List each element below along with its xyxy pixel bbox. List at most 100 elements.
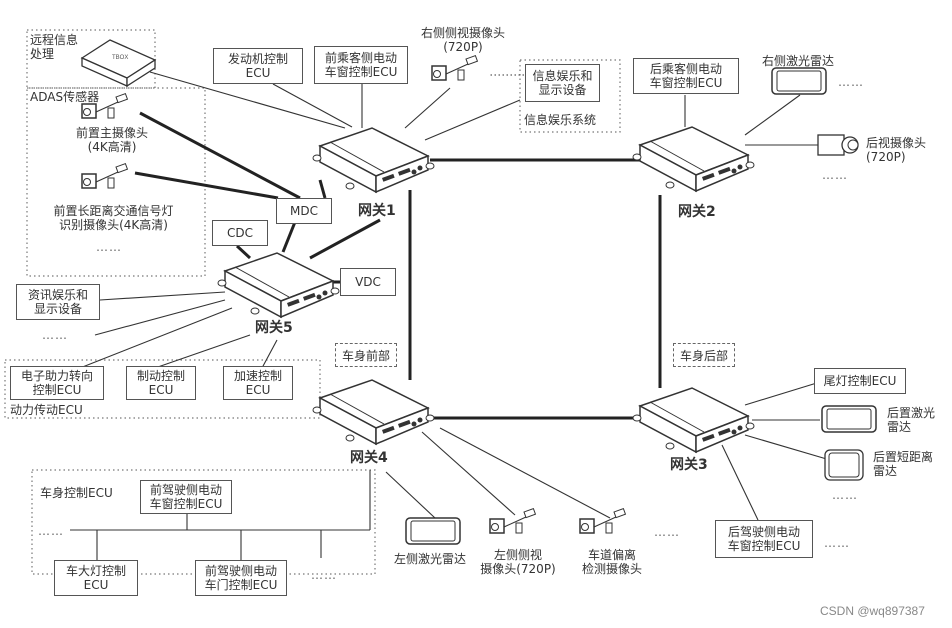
vdc-box[interactable]: VDC: [340, 268, 396, 296]
telematics-title-line1: 远程信息: [30, 33, 79, 47]
right-side-camera-line2: (720P): [443, 40, 483, 54]
front-driver-window-line2: 车窗控制ECU: [149, 497, 223, 511]
body-bus-more: ……: [38, 524, 64, 538]
rear-lidar-line2: 雷达: [887, 420, 912, 434]
accel-ecu-box[interactable]: 加速控制 ECU: [223, 366, 293, 400]
rear-short-radar-line2: 雷达: [873, 464, 898, 478]
front-zone-label: 车身前部: [335, 343, 397, 367]
front-main-camera-label-line1: 前置主摄像头: [75, 126, 148, 140]
tbox-label: TBOX: [112, 55, 128, 61]
gateway-5-device[interactable]: [217, 252, 340, 318]
front-passenger-window-line1: 前乘客侧电动: [324, 51, 397, 65]
telematics-group-frame: [26, 29, 156, 89]
left-side-camera-line1: 左侧侧视: [493, 548, 542, 562]
accel-ecu-line1: 加速控制: [233, 369, 282, 383]
front-traffic-camera-label: 前置长距离交通信号灯 识别摄像头(4K高清): [36, 204, 191, 232]
gateway-1-device[interactable]: [312, 127, 435, 193]
rear-camera-icon: [817, 134, 859, 156]
eps-ecu-line1: 电子助力转向: [20, 369, 93, 383]
rear-driver-window-line2: 车窗控制ECU: [727, 539, 801, 553]
rear-camera-line1: 后视摄像头: [866, 136, 927, 150]
left-side-camera-line2: 摄像头(720P): [480, 562, 556, 576]
left-lidar-label: 左侧激光雷达: [394, 552, 467, 566]
gw3-more-1: ……: [832, 488, 858, 502]
adas-group-frame: [26, 87, 206, 277]
front-driver-door-ecu-box[interactable]: 前驾驶侧电动 车门控制ECU: [195, 560, 287, 596]
infotainment-display-line1: 信息娱乐和: [532, 69, 593, 83]
rear-camera-label: 后视摄像头 (720P): [866, 136, 926, 164]
brake-ecu-box[interactable]: 制动控制 ECU: [126, 366, 196, 400]
body-title: 车身控制ECU: [40, 486, 113, 500]
rear-driver-window-line1: 后驾驶侧电动: [727, 525, 800, 539]
rear-lidar-icon: [821, 405, 877, 433]
gateway-5-label: 网关5: [255, 320, 293, 336]
rear-passenger-window-line2: 车窗控制ECU: [649, 76, 723, 90]
front-driver-window-ecu-box[interactable]: 前驾驶侧电动 车窗控制ECU: [140, 480, 232, 514]
link-mdc-gw1: [318, 179, 327, 199]
powertrain-group-frame: [4, 359, 321, 419]
lane-camera-line1: 车道偏离: [587, 548, 636, 562]
infotainment-group-frame: [519, 59, 621, 133]
gw5-more: ……: [42, 328, 68, 342]
body-group-frame: [31, 469, 376, 575]
rear-driver-window-ecu-box[interactable]: 后驾驶侧电动 车窗控制ECU: [715, 520, 813, 558]
engine-ecu-line1: 发动机控制: [227, 52, 288, 66]
left-lidar-icon: [405, 517, 461, 545]
infotainment-display-box[interactable]: 信息娱乐和 显示设备: [525, 64, 600, 102]
infotainment-title: 信息娱乐系统: [524, 113, 597, 127]
headlight-ecu-box[interactable]: 车大灯控制 ECU: [54, 560, 138, 596]
gateway-1-label: 网关1: [358, 203, 396, 219]
gateway-4-label: 网关4: [350, 450, 388, 466]
front-main-camera-label-line2: (4K高清): [87, 140, 137, 154]
tbox-device: TBOX: [80, 39, 157, 88]
front-driver-window-line1: 前驾驶侧电动: [149, 483, 222, 497]
accel-ecu-line2: ECU: [245, 383, 271, 397]
cdc-box[interactable]: CDC: [212, 220, 268, 246]
right-side-camera-icon: [431, 54, 479, 81]
link-mdc-gw5: [281, 221, 297, 253]
rear-lidar-label: 后置激光 雷达: [887, 406, 935, 434]
gw2-more-1: ……: [838, 75, 864, 89]
info-display-line1: 资讯娱乐和: [27, 288, 88, 302]
info-display-box[interactable]: 资讯娱乐和 显示设备: [16, 284, 100, 320]
gw2-more-2: ……: [822, 168, 848, 182]
rear-passenger-window-line1: 后乘客侧电动: [649, 62, 722, 76]
brake-ecu-line1: 制动控制: [136, 369, 185, 383]
rear-camera-line2: (720P): [866, 150, 906, 164]
link-front-camera-mdc: [139, 111, 301, 200]
infotainment-display-line2: 显示设备: [538, 83, 587, 97]
right-lidar-icon: [771, 67, 827, 95]
eps-ecu-line2: 控制ECU: [32, 383, 82, 397]
adas-title: ADAS传感器: [30, 90, 100, 104]
gateway-2-device[interactable]: [632, 126, 755, 192]
front-traffic-camera-label-line2: 识别摄像头(4K高清): [59, 218, 168, 232]
link-cdc-gw5: [235, 244, 252, 260]
taillight-ecu-box[interactable]: 尾灯控制ECU: [814, 368, 906, 394]
rear-passenger-window-ecu-box[interactable]: 后乘客侧电动 车窗控制ECU: [633, 58, 739, 94]
eps-ecu-box[interactable]: 电子助力转向 控制ECU: [10, 366, 104, 400]
engine-ecu-box[interactable]: 发动机控制 ECU: [213, 48, 303, 84]
front-passenger-window-ecu-box[interactable]: 前乘客侧电动 车窗控制ECU: [314, 46, 408, 84]
front-driver-door-line2: 车门控制ECU: [204, 578, 278, 592]
gateway-4-device[interactable]: [312, 379, 435, 445]
thin-links: [70, 71, 831, 562]
front-traffic-camera-label-line1: 前置长距离交通信号灯: [53, 204, 174, 218]
link-gw5-gw1: [309, 218, 381, 260]
gateway-3-device[interactable]: [632, 387, 755, 453]
rear-short-radar-label: 后置短距离 雷达: [873, 450, 933, 478]
adas-more: ……: [96, 240, 122, 254]
body-more: ……: [311, 568, 337, 582]
gw4-more: ……: [654, 525, 680, 539]
front-passenger-window-line2: 车窗控制ECU: [324, 65, 398, 79]
telematics-title: 远程信息 处理: [30, 33, 78, 61]
lane-camera-line2: 检测摄像头: [581, 562, 642, 576]
rear-lidar-line1: 后置激光: [887, 406, 936, 420]
rear-short-radar-line1: 后置短距离: [873, 450, 934, 464]
rear-short-radar-icon: [824, 449, 864, 481]
mdc-box[interactable]: MDC: [276, 198, 332, 224]
headlight-ecu-line1: 车大灯控制: [65, 564, 126, 578]
powertrain-title: 动力传动ECU: [10, 403, 83, 417]
right-side-camera-line1: 右侧侧视摄像头: [420, 26, 505, 40]
engine-ecu-line2: ECU: [245, 66, 271, 80]
lane-camera-label: 车道偏离 检测摄像头: [574, 548, 650, 576]
